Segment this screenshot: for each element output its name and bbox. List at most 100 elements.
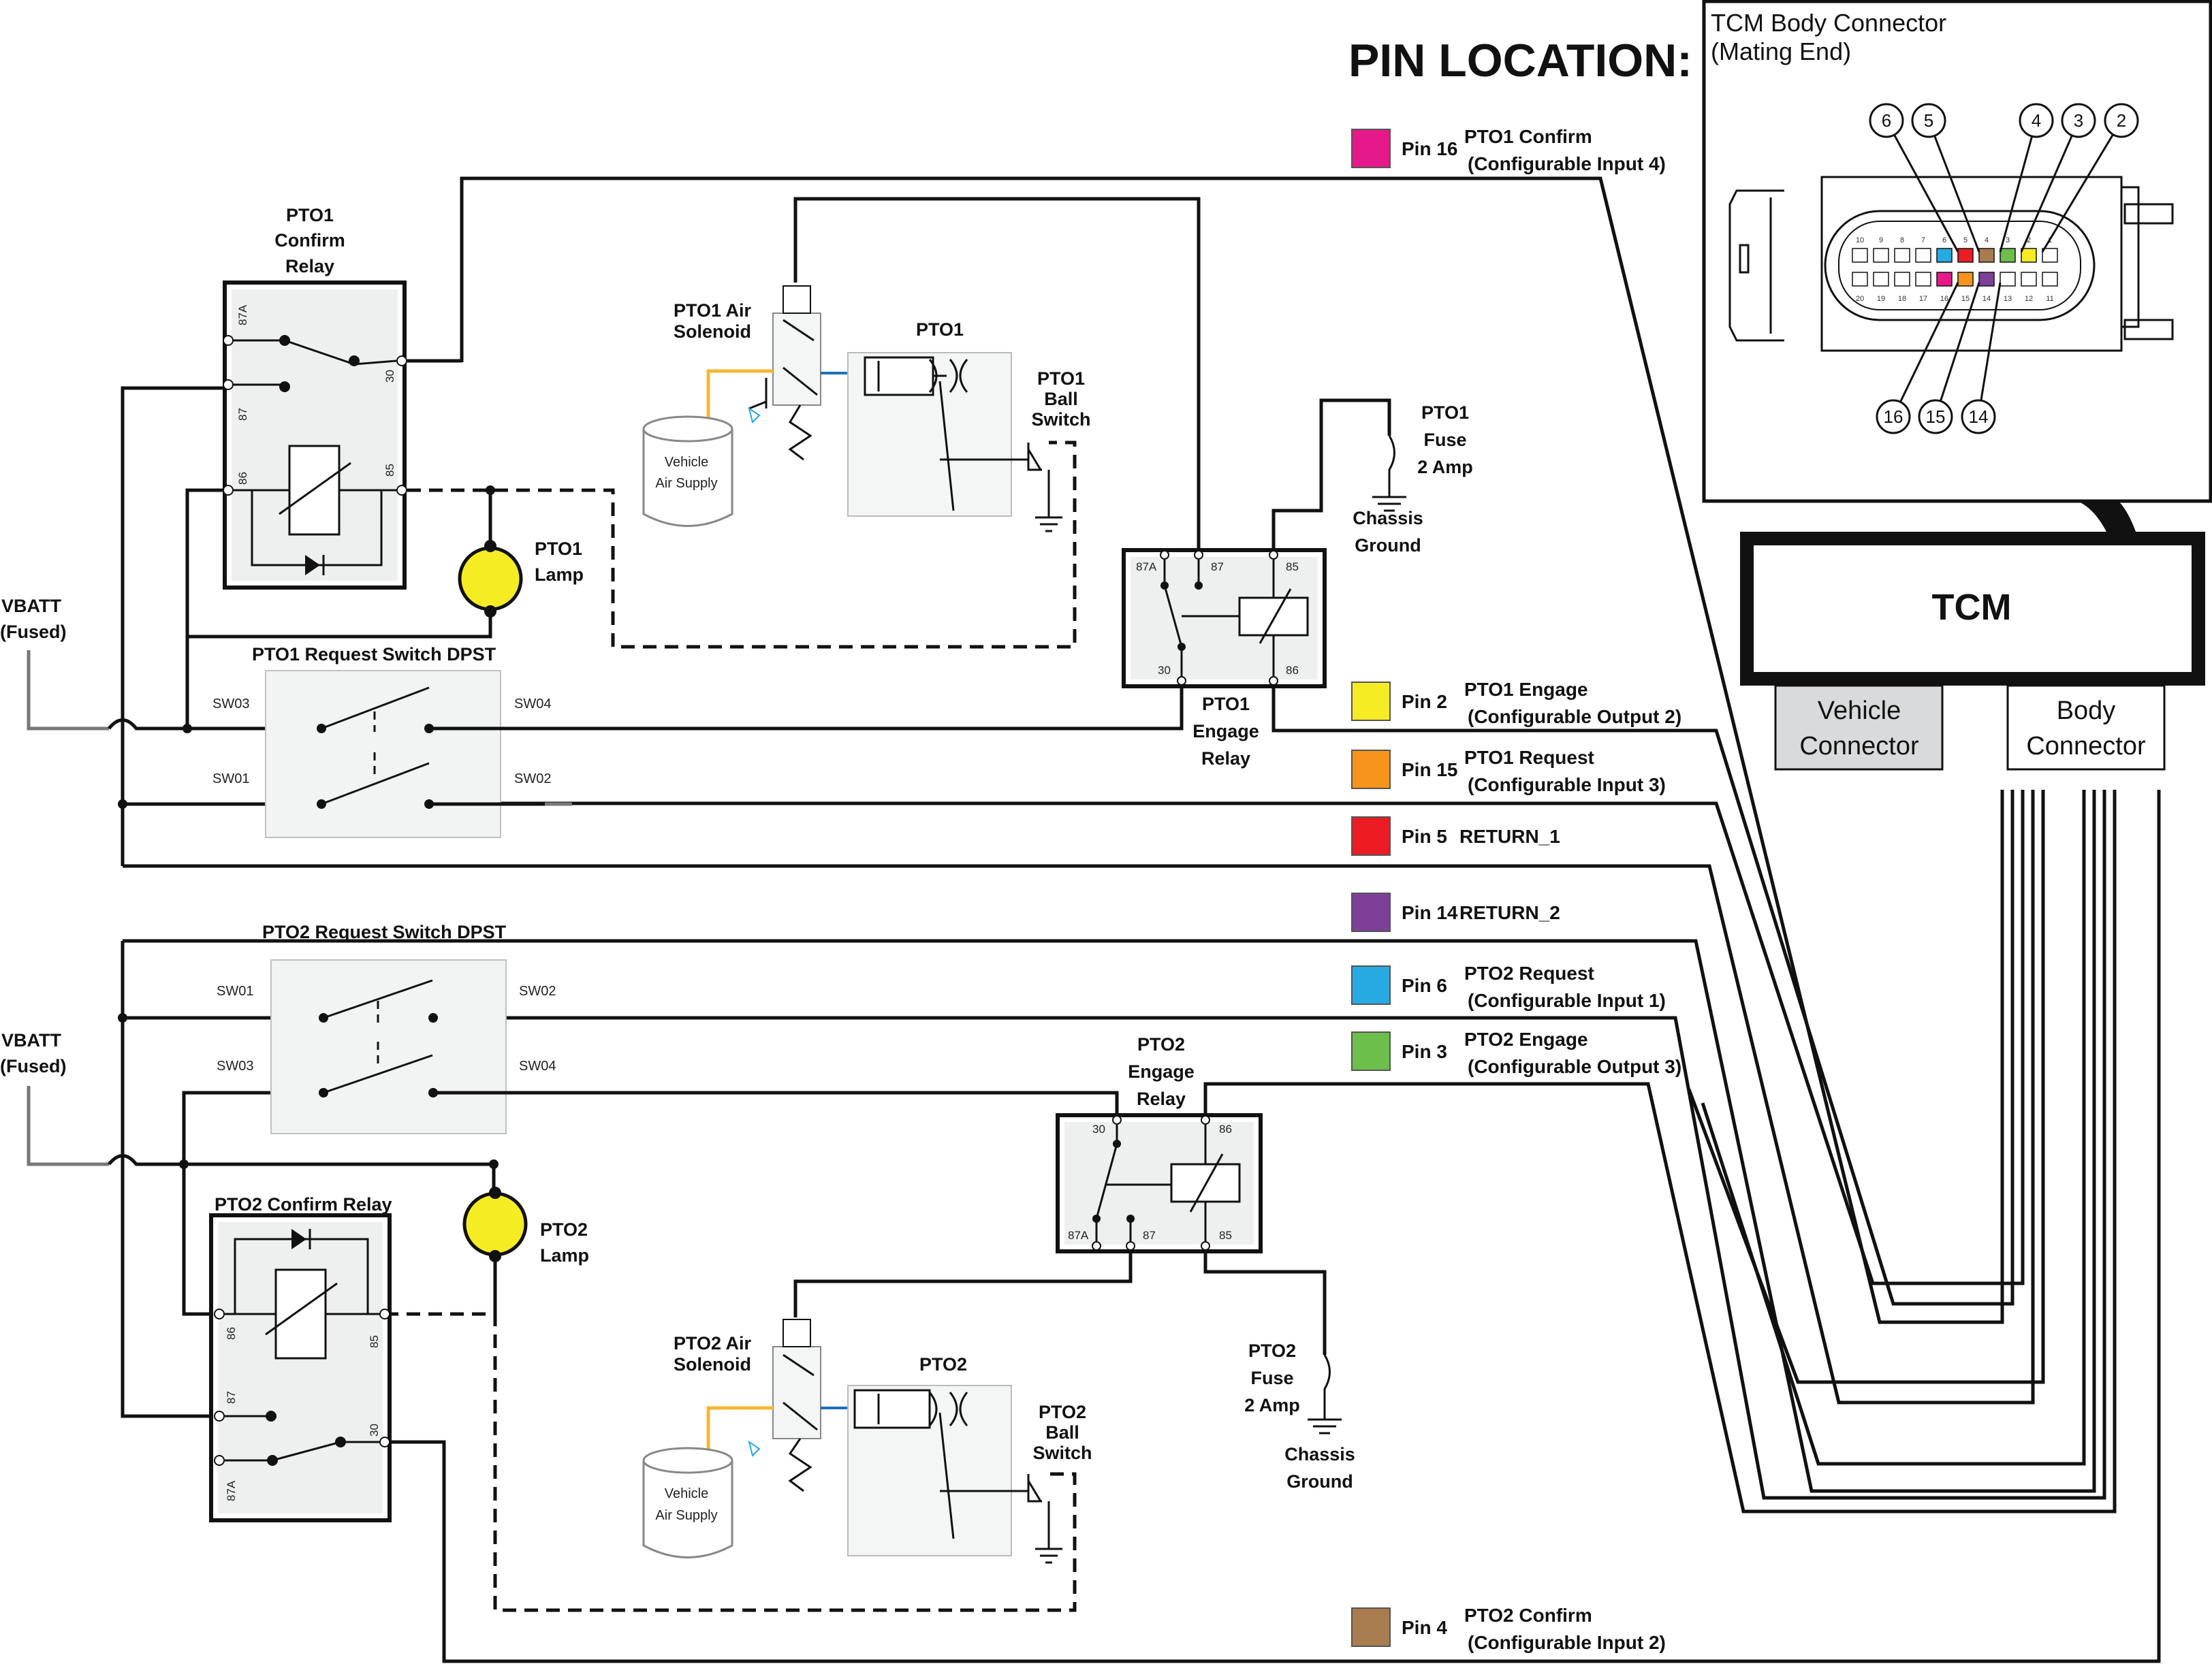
pto2-sw02: SW02 (519, 984, 556, 999)
connector-title-2: (Mating End) (1711, 37, 1851, 65)
connector-pin-number: 4 (1985, 236, 1989, 244)
pto1-vbatt-label-1: VBATT (1, 596, 61, 616)
connector-pin (2000, 248, 2016, 263)
pto1-ground-label-2: Ground (1355, 535, 1421, 556)
pto1-solenoid-label-1: PTO1 Air (674, 300, 752, 321)
pin-color-swatch (1351, 893, 1391, 932)
connector-pin (1915, 272, 1931, 287)
pin-number: Pin 2 (1402, 691, 1447, 712)
pto2-vbatt-label-2: (Fused) (0, 1056, 67, 1076)
pto2-cr-30: 30 (368, 1424, 381, 1437)
pto1-engage-relay-label-1: PTO1 (1202, 694, 1250, 714)
connector-pin (2000, 272, 2016, 287)
pto1-confirm-relay: 87A 87 86 30 85 (223, 281, 407, 590)
pto2-cr-86: 86 (225, 1327, 238, 1340)
pin-color-swatch (1351, 816, 1391, 856)
page-title: PIN LOCATION: (1348, 35, 1692, 86)
pin-legend-item: Pin 2 PTO1 Engage (Configurable Output 2) (1351, 679, 1681, 727)
pin-description-sub: (Configurable Output 2) (1468, 706, 1681, 727)
connector-callout: 3 (2020, 103, 2096, 253)
pin-description: PTO1 Engage (1464, 679, 1588, 700)
connector-callout-number: 4 (2032, 110, 2041, 131)
pin-color-swatch (1351, 750, 1391, 789)
connector-pin (2042, 272, 2058, 287)
pto1-cr-86: 86 (236, 472, 249, 485)
pto2-er-87: 87 (1143, 1229, 1156, 1242)
pto2-label: PTO2 (919, 1354, 967, 1375)
pto2-fuse-label-2: Fuse (1250, 1368, 1293, 1388)
pto2-ground-label-1: Chassis (1284, 1444, 1355, 1464)
pto1-air-supply: Vehicle Air Supply (642, 415, 733, 527)
pto2-fuse-label-3: 2 Amp (1244, 1395, 1300, 1415)
vehicle-connector-label-2: Connector (1799, 732, 1919, 760)
pin-description-sub: (Configurable Input 1) (1468, 990, 1666, 1011)
tcm-label: TCM (1932, 587, 2012, 628)
pin-description: RETURN_2 (1459, 902, 1560, 923)
pto2-fuse: PTO2 Fuse 2 Amp Chassis Ground (1203, 1251, 1355, 1492)
pto1-sw04: SW04 (514, 696, 551, 711)
connector-pin (1978, 272, 1995, 287)
pto2-section: VBATT (Fused) PTO2 Request Switch DPST S… (0, 922, 1355, 1612)
body-connector-label-1: Body (2057, 696, 2116, 725)
pto1-ball-switch-label-1: PTO1 (1037, 368, 1085, 389)
connector-pin (1894, 248, 1910, 263)
pto1-label: PTO1 (916, 319, 964, 340)
pin-number: Pin 5 (1402, 826, 1447, 847)
pin-number: Pin 14 (1402, 902, 1458, 923)
pto1-er-85: 85 (1286, 560, 1299, 573)
pto1-unit (847, 352, 1028, 517)
pto2-ball-switch-label-1: PTO2 (1039, 1402, 1086, 1422)
connector-pin-number: 19 (1877, 295, 1885, 303)
pto1-fuse-label-3: 2 Amp (1417, 457, 1473, 477)
pto2-ball-switch-label-2: Ball (1045, 1422, 1079, 1443)
pin-description: PTO2 Request (1464, 963, 1594, 984)
connector-pin-number: 13 (2004, 295, 2012, 303)
connector-pin-number: 20 (1856, 295, 1864, 303)
connector-pin-number: 12 (2025, 295, 2033, 303)
pto2-sw04: SW04 (519, 1059, 556, 1074)
pto1-sw02: SW02 (514, 771, 551, 786)
pto1-cr-87a: 87A (236, 304, 249, 325)
pto1-er-87: 87 (1211, 560, 1224, 573)
pto1-fuse-label-1: PTO1 (1421, 402, 1469, 423)
tcm-box (1740, 532, 2205, 686)
connector-pin (2021, 272, 2037, 287)
connector-pin-number: 9 (1879, 236, 1883, 244)
pto1-feed-vertical (121, 386, 228, 866)
pin-number: Pin 4 (1402, 1617, 1447, 1638)
pto1-air-solenoid (748, 197, 1201, 550)
pto1-request-switch-label: PTO1 Request Switch DPST (252, 644, 496, 664)
pto2-vbatt-label-1: VBATT (1, 1030, 61, 1051)
pto1-vbatt-label-2: (Fused) (0, 622, 67, 642)
pto2-engage-relay: 30 86 87A 87 85 (1056, 1113, 1263, 1253)
pto2-ball-switch (1027, 1474, 1062, 1564)
pto2-ground-label-2: Ground (1286, 1471, 1353, 1492)
connector-pin (1852, 272, 1868, 287)
pto2-ball-switch-label-3: Switch (1032, 1443, 1092, 1463)
connector-pin-number: 2 (2027, 236, 2031, 244)
pto1-confirm-relay-label-2: Confirm (274, 230, 345, 251)
connector-pin-number: 17 (1919, 295, 1927, 303)
pto2-air-supply-label-1: Vehicle (665, 1486, 709, 1501)
vehicle-connector (1774, 684, 1944, 771)
connector-title-1: TCM Body Connector (1711, 9, 1946, 37)
pto2-request-switch: SW01 SW02 SW03 SW04 (217, 959, 556, 1134)
pto1-er-30: 30 (1158, 664, 1171, 677)
pto2-vbatt-hop (108, 1154, 496, 1193)
pto2-solenoid-label-2: Solenoid (674, 1354, 751, 1375)
pin-description-sub: (Configurable Input 3) (1468, 774, 1666, 795)
pto1-sw01: SW01 (212, 771, 249, 786)
pto1-cr-85: 85 (383, 464, 396, 477)
pto1-vbatt-wire (27, 650, 109, 731)
pto1-confirm-relay-label-1: PTO1 (286, 205, 334, 225)
pto2-er-87a: 87A (1068, 1229, 1089, 1242)
pin-color-swatch (1351, 129, 1391, 168)
pin-description: PTO1 Request (1464, 747, 1594, 768)
